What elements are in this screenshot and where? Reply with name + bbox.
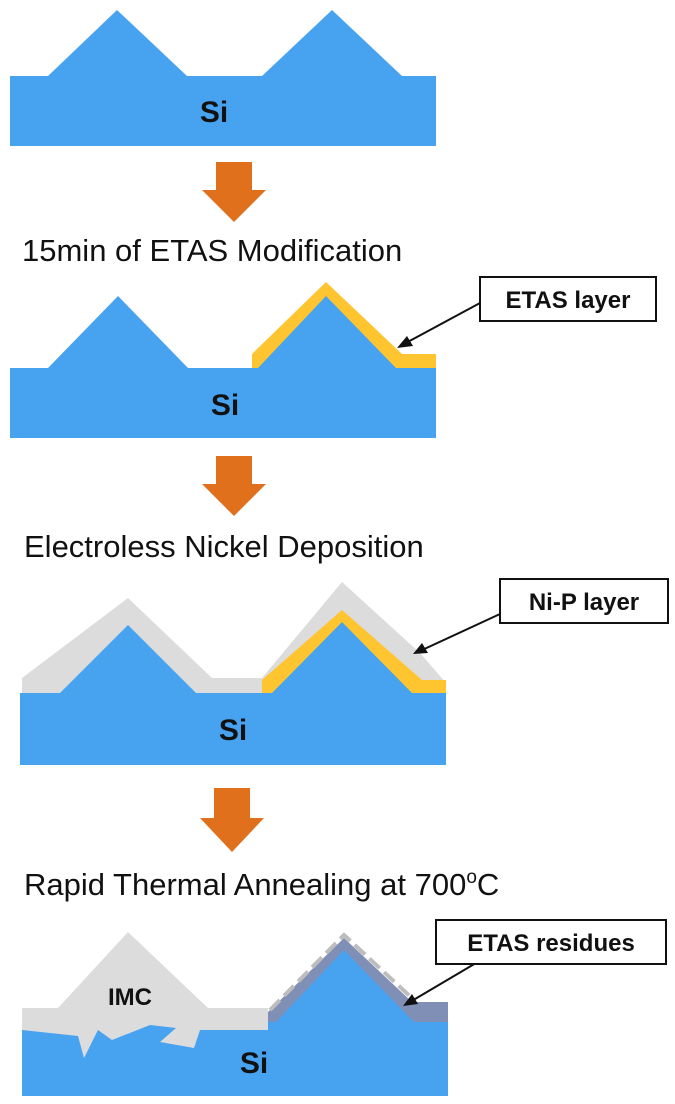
callout-arrowhead: [397, 336, 413, 348]
down-arrow-icon: [202, 456, 266, 516]
pyramid-left: [60, 625, 196, 693]
callout-box: [499, 578, 669, 624]
panel-nip-layer: Si Ni-P layer: [20, 578, 669, 765]
silicon-substrate: [10, 76, 436, 146]
callout-label: ETAS residues: [467, 930, 635, 957]
callout-pointer: [419, 613, 501, 652]
pyramid-right: [262, 10, 402, 76]
substrate-label: Si: [219, 714, 247, 747]
silicon-substrate: [20, 693, 446, 765]
imc-region: [22, 932, 268, 1058]
pyramid-right: [258, 296, 396, 368]
down-arrow-icon: [200, 788, 264, 852]
pyramid-left: [48, 296, 188, 368]
panel-etas-layer: Si ETAS layer: [10, 276, 657, 438]
step-label-etas-modification: 15min of ETAS Modification: [22, 233, 402, 268]
panel-annealed: IMC Si ETAS residues: [22, 919, 667, 1096]
pyramid-right: [276, 950, 414, 1022]
imc-label: IMC: [108, 984, 152, 1011]
callout-pointer: [403, 302, 481, 345]
substrate-label: Si: [211, 389, 239, 422]
callout-label: Ni-P layer: [529, 589, 639, 616]
pyramid-right: [272, 622, 412, 693]
substrate-label: Si: [240, 1047, 268, 1080]
dashed-outline: [268, 932, 416, 1012]
step-label-rapid-thermal-annealing: Rapid Thermal Annealing at 700oC: [24, 867, 499, 902]
panel-bare-silicon: Si: [10, 10, 436, 146]
pyramid-left: [48, 10, 187, 76]
callout-label: ETAS layer: [506, 287, 631, 314]
down-arrow-icon: [202, 162, 266, 222]
step-label-electroless-nickel: Electroless Nickel Deposition: [24, 529, 424, 564]
silicon-substrate: [10, 368, 436, 438]
callout-pointer: [409, 962, 477, 1003]
substrate-label: Si: [200, 96, 228, 129]
callout-arrowhead: [413, 643, 428, 654]
callout-arrowhead: [403, 994, 418, 1006]
callout-box: [435, 919, 667, 965]
callout-box: [479, 276, 657, 322]
